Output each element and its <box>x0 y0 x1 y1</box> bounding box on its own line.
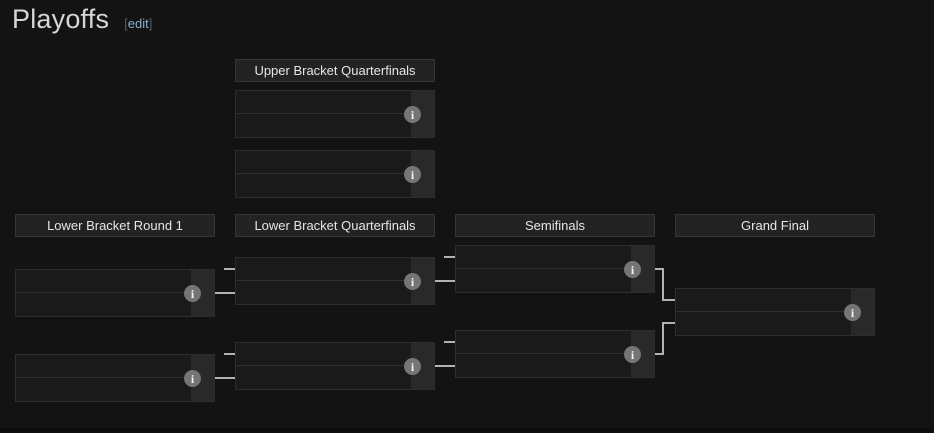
edit-link[interactable]: edit <box>127 16 149 31</box>
team-slot <box>236 114 411 136</box>
connector-lower-quarterfinal-2-winner <box>435 365 455 367</box>
match-upper-quarterfinal-2: i <box>235 150 435 198</box>
info-glyph: i <box>190 286 195 301</box>
info-glyph: i <box>410 107 415 122</box>
team-slot <box>16 270 191 292</box>
team-slot <box>236 281 411 303</box>
match-info-icon[interactable]: i <box>404 273 421 290</box>
team-slot <box>456 331 631 353</box>
score-column <box>631 246 654 292</box>
info-glyph: i <box>410 274 415 289</box>
info-glyph: i <box>630 347 635 362</box>
connector-lower-round1-1-winner <box>215 292 235 294</box>
slot-divider <box>236 173 411 174</box>
score-column <box>411 343 434 389</box>
team-slot <box>236 174 411 196</box>
slot-divider <box>236 113 411 114</box>
bottom-strip <box>0 428 934 433</box>
page-title: Playoffs <box>12 4 110 34</box>
match-info-icon[interactable]: i <box>404 166 421 183</box>
match-upper-quarterfinal-1: i <box>235 90 435 138</box>
round-header-grand-final: Grand Final <box>675 214 875 237</box>
team-slot <box>456 354 631 376</box>
connector-semifinal-2-vertical <box>662 322 664 355</box>
connector-stub-semifinal-2-top <box>444 341 455 343</box>
match-semifinal-1: i <box>455 245 655 293</box>
connector-stub-lower-quarterfinal-2-top <box>224 353 235 355</box>
match-grand-final: i <box>675 288 875 336</box>
info-glyph: i <box>410 167 415 182</box>
match-info-icon[interactable]: i <box>624 346 641 363</box>
match-lower-round1-1: i <box>15 269 215 317</box>
match-info-icon[interactable]: i <box>404 106 421 123</box>
info-glyph: i <box>190 371 195 386</box>
team-slot <box>456 269 631 291</box>
edit-open-bracket: [ <box>124 16 128 31</box>
match-lower-quarterfinal-2: i <box>235 342 435 390</box>
round-header-lower-bracket-round-1: Lower Bracket Round 1 <box>15 214 215 237</box>
slot-divider <box>16 377 191 378</box>
team-slot <box>676 289 851 311</box>
connector-semifinal-2-out <box>655 353 664 355</box>
team-slot <box>676 312 851 334</box>
match-info-icon[interactable]: i <box>844 304 861 321</box>
info-glyph: i <box>850 305 855 320</box>
score-column <box>631 331 654 377</box>
page-header: Playoffs [edit] <box>12 4 152 35</box>
team-slot <box>236 258 411 280</box>
connector-lower-round1-2-winner <box>215 377 235 379</box>
round-header-upper-bracket-quarterfinals: Upper Bracket Quarterfinals <box>235 59 435 82</box>
team-slot <box>456 246 631 268</box>
edit-close-bracket: ] <box>148 16 153 31</box>
connector-lower-quarterfinal-1-winner <box>435 280 455 282</box>
slot-divider <box>236 365 411 366</box>
connector-grand-final-bottom-in <box>662 322 675 324</box>
score-column <box>191 270 214 316</box>
info-glyph: i <box>410 359 415 374</box>
match-info-icon[interactable]: i <box>184 370 201 387</box>
team-slot <box>236 366 411 388</box>
connector-semifinal-1-vertical <box>662 268 664 301</box>
connector-stub-lower-quarterfinal-1-top <box>224 268 235 270</box>
match-lower-quarterfinal-1: i <box>235 257 435 305</box>
score-column <box>191 355 214 401</box>
score-column <box>411 151 434 197</box>
slot-divider <box>456 268 631 269</box>
edit-section: [edit] <box>124 16 152 31</box>
score-column <box>851 289 874 335</box>
team-slot <box>16 378 191 400</box>
score-column <box>411 258 434 304</box>
connector-stub-semifinal-1-top <box>444 256 455 258</box>
connector-semifinal-1-out <box>655 268 664 270</box>
team-slot <box>16 355 191 377</box>
match-lower-round1-2: i <box>15 354 215 402</box>
info-glyph: i <box>630 262 635 277</box>
match-info-icon[interactable]: i <box>624 261 641 278</box>
slot-divider <box>676 311 851 312</box>
slot-divider <box>16 292 191 293</box>
team-slot <box>16 293 191 315</box>
connector-grand-final-top-in <box>662 299 675 301</box>
team-slot <box>236 91 411 113</box>
match-info-icon[interactable]: i <box>404 358 421 375</box>
match-semifinal-2: i <box>455 330 655 378</box>
slot-divider <box>456 353 631 354</box>
slot-divider <box>236 280 411 281</box>
round-header-semifinals: Semifinals <box>455 214 655 237</box>
round-header-lower-bracket-quarterfinals: Lower Bracket Quarterfinals <box>235 214 435 237</box>
match-info-icon[interactable]: i <box>184 285 201 302</box>
team-slot <box>236 343 411 365</box>
score-column <box>411 91 434 137</box>
team-slot <box>236 151 411 173</box>
